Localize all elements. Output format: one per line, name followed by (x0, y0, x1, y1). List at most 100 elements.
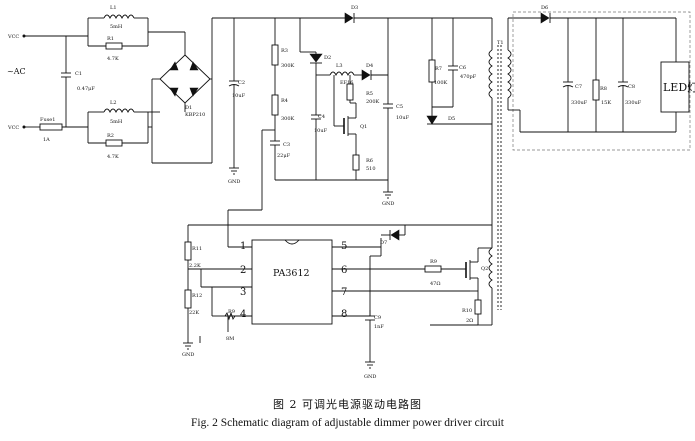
ic-pin-3: 3 (240, 287, 246, 298)
l2-value: 5mH (110, 119, 123, 125)
vcc1-label: VCC (7, 34, 19, 40)
d7-label: D7 (380, 240, 387, 246)
diode-d7 (390, 229, 400, 241)
d4-label: D4 (366, 63, 373, 69)
resistor-r6 (352, 154, 360, 171)
l3-label: L3 (336, 63, 343, 69)
l1-value: 5mH (110, 24, 123, 30)
r1-label: R1 (107, 36, 114, 42)
r10-label: R10 (462, 308, 472, 314)
resistor-r9b (424, 265, 442, 273)
r7-label: R7 (435, 66, 442, 72)
r2-label: R2 (107, 133, 114, 139)
output-box (512, 11, 691, 151)
r11-label: R11 (192, 246, 202, 252)
r12-label: R12 (192, 293, 202, 299)
ic-pin-7: 7 (341, 287, 347, 298)
resistor-r1 (105, 42, 123, 50)
c4-value: 10uF (314, 128, 328, 134)
resistor-r5 (346, 83, 354, 101)
r9b-label: R9 (430, 259, 437, 265)
ic-pin-2: 2 (240, 265, 246, 276)
c3-label: C3 (283, 142, 290, 148)
r4-label: R4 (281, 98, 288, 104)
resistor-r3 (271, 44, 279, 66)
c1-value: 0.47μF (77, 86, 95, 92)
diode-d4 (361, 69, 371, 81)
figure-caption-en: Fig. 2 Schematic diagram of adjustable d… (191, 417, 504, 429)
c2-value: 10uF (232, 93, 246, 99)
r8-value: 15K (601, 100, 611, 106)
c3-value: 22μF (277, 153, 291, 159)
transformer-t1-secondary (507, 49, 512, 99)
r9-label: R9 (228, 309, 235, 315)
gnd4-label: GND (364, 374, 376, 380)
r3-value: 300K (281, 63, 295, 69)
r5-label: R5 (366, 91, 373, 97)
d3-label: D3 (351, 5, 358, 11)
resistor-r12 (184, 289, 192, 309)
resistor-r4 (271, 94, 279, 116)
mosfet-q1 (334, 110, 357, 150)
ic-pin-1: 1 (240, 241, 246, 252)
ic-pin-6: 6 (341, 265, 347, 276)
fuse (39, 123, 63, 131)
ic-pin-4: 4 (240, 309, 246, 320)
r1-value: 4.7K (107, 56, 119, 62)
diode-d5 (426, 115, 438, 125)
c7-value: 330uF (571, 100, 588, 106)
ac-label: ~AC (7, 67, 26, 76)
resistor-r11 (184, 241, 192, 261)
c8-value: 330uF (625, 100, 642, 106)
gnd2-label: GND (382, 201, 394, 207)
inductor-l3 (329, 71, 355, 77)
diode-d6 (540, 12, 550, 24)
r6-value: 510 (366, 166, 376, 172)
led-load (660, 61, 690, 113)
d1-label: D1 (185, 105, 192, 111)
ic-pin-8: 8 (341, 309, 347, 320)
c9-value: 1nF (374, 324, 384, 330)
c7-label: C7 (575, 84, 582, 90)
resistor-r8 (592, 79, 600, 101)
c6-label: C6 (459, 65, 466, 71)
t1-label: T1 (497, 40, 504, 46)
gnd1-label: GND (228, 179, 240, 185)
diode-d3 (344, 12, 354, 24)
r8-label: R8 (600, 86, 607, 92)
vcc2-label: VCC (7, 125, 19, 131)
figure-caption-zh: 图 2 可调光电源驱动电路图 (273, 398, 422, 411)
c4-label: C4 (318, 114, 325, 120)
r7-value: 100K (434, 80, 448, 86)
c9-label: C9 (374, 315, 381, 321)
c6-value: 470pF (460, 74, 477, 80)
inductor-l1 (103, 14, 135, 20)
bridge-rectifier-d1 (159, 54, 211, 104)
r11-value: 2.2K (189, 263, 201, 269)
r2-value: 4.7K (107, 154, 119, 160)
l3-value: EF16 (340, 80, 353, 86)
fuse-label: Fuse1 (40, 117, 55, 123)
l2-label: L2 (110, 100, 117, 106)
d6-label: D6 (541, 5, 548, 11)
fuse-value: 1A (43, 137, 50, 143)
c2-label: C2 (238, 80, 245, 86)
d5-label: D5 (448, 116, 455, 122)
r9b-value: 47Ω (430, 281, 441, 287)
r12-value: 22K (189, 310, 199, 316)
led-label: LED灯 (663, 81, 695, 94)
l1-label: L1 (110, 5, 117, 11)
r4-value: 300K (281, 116, 295, 122)
transformer-t1-aux (488, 247, 493, 289)
gnd3-label: GND (182, 352, 194, 358)
transformer-t1-primary (488, 49, 493, 99)
r6-label: R6 (366, 158, 373, 164)
mosfet-q2 (465, 248, 479, 300)
c5-value: 10uF (396, 115, 410, 121)
c8-label: C8 (628, 84, 635, 90)
r10-value: 2Ω (466, 318, 473, 324)
ic-pin-5: 5 (341, 241, 347, 252)
c1-label: C1 (75, 71, 82, 77)
diode-d2 (309, 53, 323, 63)
